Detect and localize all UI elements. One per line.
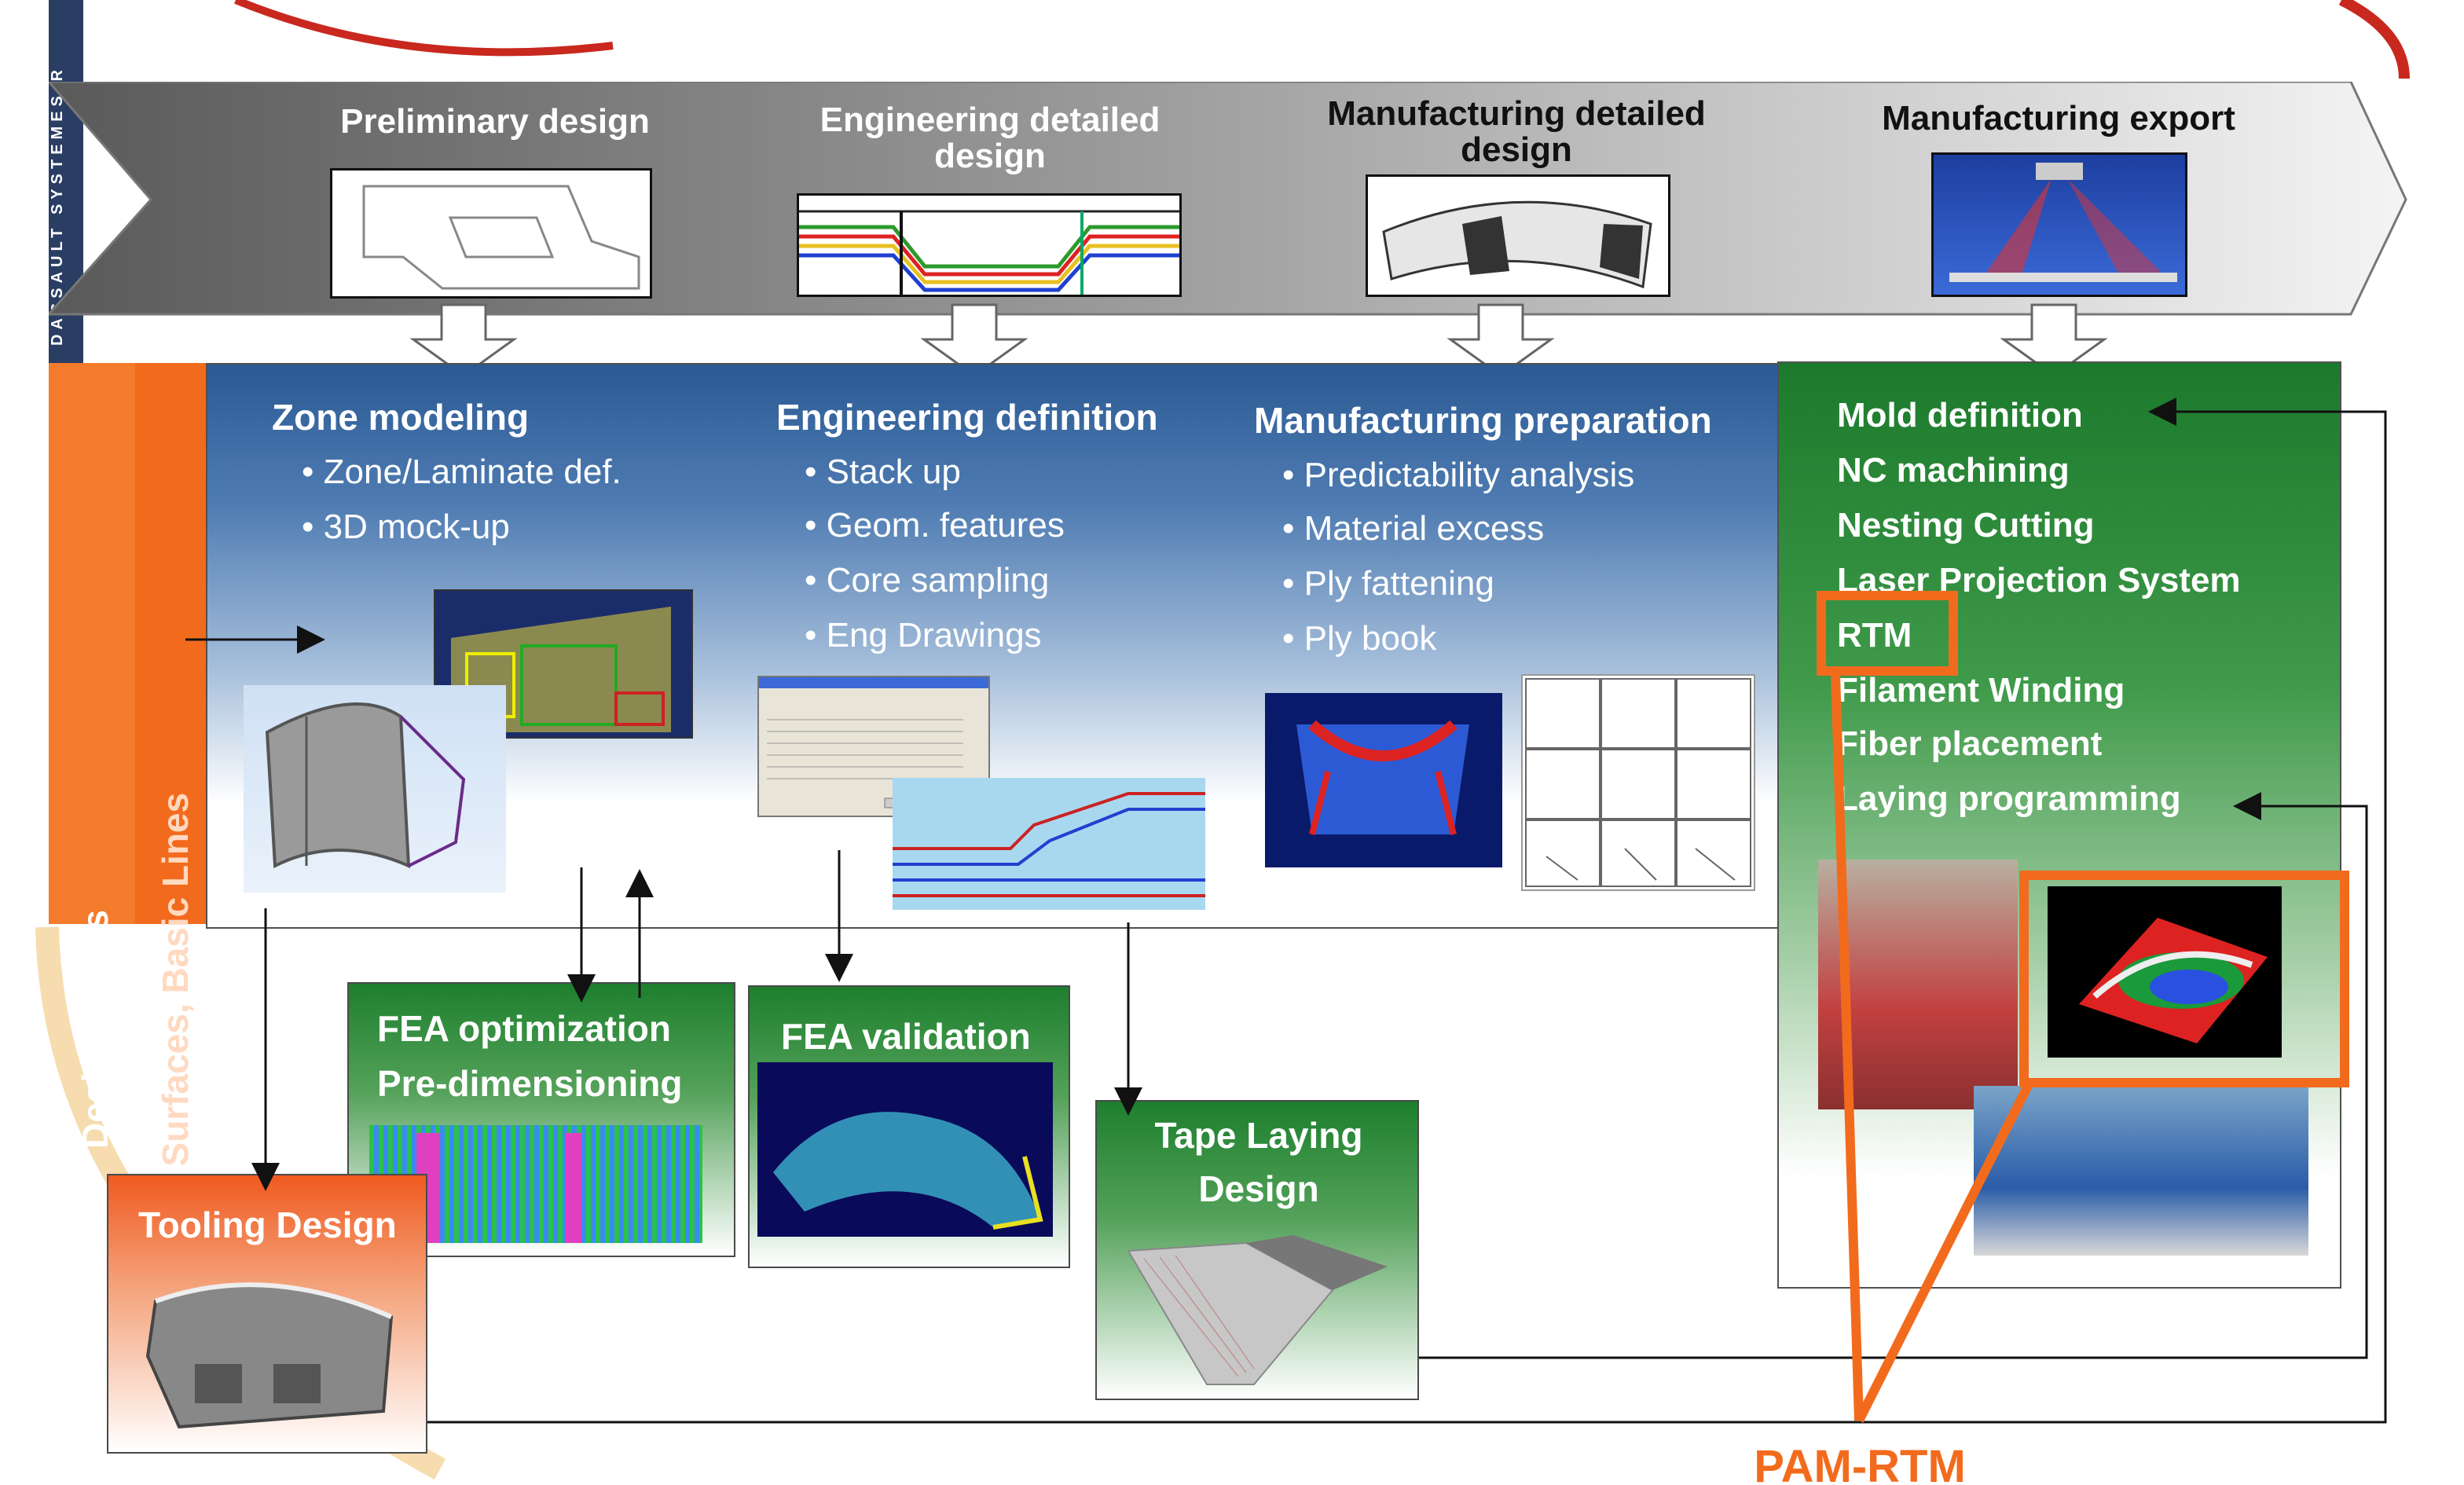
fea-validation-box: FEA validation	[748, 985, 1070, 1268]
predictability-analysis-image	[1265, 693, 1502, 867]
export-item-8: Laying programming	[1837, 779, 2181, 818]
stage-manufacturing-label: Manufacturing detailed design	[1327, 94, 1706, 169]
rtm-highlight	[1817, 591, 1958, 676]
tape-laying-design-label: Design	[1198, 1168, 1319, 1209]
export-item-6: Filament Winding	[1837, 671, 2125, 710]
fea-validation-image	[757, 1062, 1053, 1237]
pam-rtm-label: PAM-RTM	[1754, 1449, 1966, 1485]
eng-bullet-3: • Core sampling	[805, 561, 1050, 600]
export-item-3: Nesting Cutting	[1837, 506, 2095, 544]
tooling-design-box: Tooling Design	[107, 1174, 427, 1454]
stage-export-label: Manufacturing export	[1882, 99, 2235, 138]
fiber-placement-photo	[1974, 1086, 2308, 1256]
eng-bullet-4: • Eng Drawings	[805, 616, 1042, 654]
tooling-image	[145, 1282, 394, 1429]
zone-modeling-title: Zone modeling	[272, 397, 530, 438]
rtm-simulation-image	[2048, 886, 2282, 1058]
engineering-plies-image	[797, 193, 1182, 297]
tape-laying-box: Tape Laying Design	[1095, 1100, 1419, 1400]
mfg-bullet-1: • Predictability analysis	[1282, 456, 1635, 494]
zone-layout-image	[434, 589, 693, 739]
laser-projection-image	[1931, 152, 2187, 297]
tooling-design-label: Tooling Design	[138, 1204, 397, 1245]
fea-validation-label: FEA validation	[781, 1016, 1031, 1057]
mockup-3d-image	[244, 685, 506, 893]
manufacturing-preparation-title: Manufacturing preparation	[1254, 400, 1712, 441]
design-inputs-sidebar: Design Inputs Basic Surfaces, Basic Line…	[49, 363, 209, 1273]
eng-bullet-1: • Stack up	[805, 453, 961, 491]
export-item-1: Mold definition	[1837, 396, 2083, 434]
manufacturing-part-image	[1366, 174, 1670, 297]
fea-optimization-label: FEA optimization	[377, 1008, 671, 1049]
preliminary-sketch-image	[330, 168, 652, 299]
tape-laying-image	[1128, 1235, 1388, 1385]
top-swoosh	[234, 0, 614, 57]
eng-drawing-image	[893, 778, 1205, 910]
export-item-2: NC machining	[1837, 451, 2070, 490]
pre-dimensioning-label: Pre-dimensioning	[377, 1063, 683, 1104]
tape-laying-label: Tape Laying	[1154, 1115, 1363, 1156]
simulation-highlight	[2019, 871, 2349, 1087]
mfg-bullet-2: • Material excess	[1282, 509, 1545, 548]
mfg-bullet-4: • Ply book	[1282, 619, 1437, 658]
ply-book-image	[1521, 674, 1755, 891]
zone-bullet-2: • 3D mock-up	[302, 508, 510, 546]
corner-swoosh	[2338, 0, 2410, 79]
export-item-7: Fiber placement	[1837, 724, 2103, 763]
export-item-5: RTM	[1837, 616, 1912, 654]
zone-bullet-1: • Zone/Laminate def.	[302, 453, 622, 491]
eng-bullet-2: • Geom. features	[805, 506, 1065, 544]
engineering-definition-title: Engineering definition	[776, 397, 1158, 438]
pam-rtm-callout-lines	[1831, 673, 2033, 1423]
stage-engineering-label: Engineering detailed design	[820, 101, 1160, 175]
mfg-bullet-3: • Ply fattening	[1282, 564, 1494, 603]
stage-preliminary-label: Preliminary design	[340, 102, 650, 141]
